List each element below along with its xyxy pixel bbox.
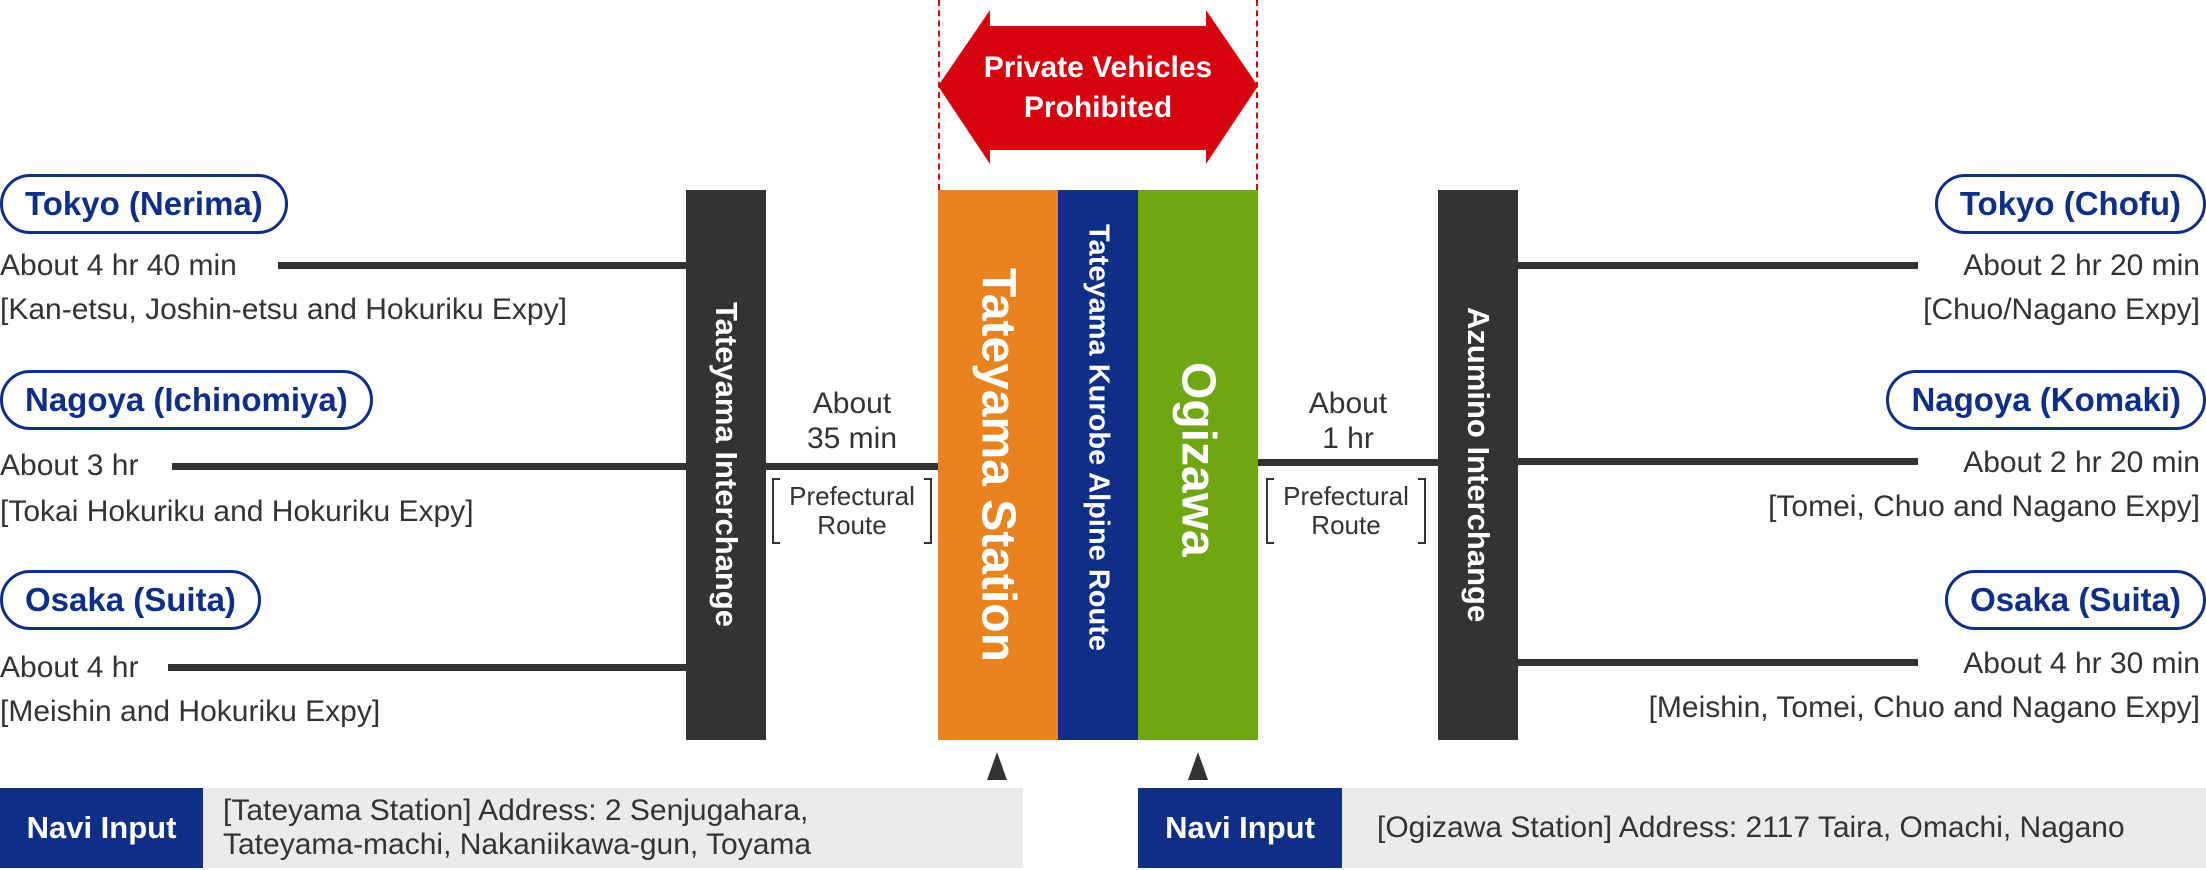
travel-time-to-ogizawa: About 1 hr: [1308, 387, 1388, 455]
banner-line-1: Private Vehicles: [983, 51, 1213, 84]
navi-address-tateyama: [Tateyama Station] Address: 2 Senjugahar…: [203, 788, 1023, 868]
travel-time: About 3 hr: [0, 449, 139, 482]
origin-pill-tokyo-nerima: Tokyo (Nerima): [0, 174, 288, 234]
bracket-right: [924, 478, 932, 544]
banner-line-2: Prohibited: [1023, 91, 1173, 124]
road-line: [1518, 262, 1918, 269]
road-line: [168, 664, 688, 671]
origin-pill-nagoya-komaki: Nagoya (Komaki): [1886, 370, 2206, 430]
tateyama-station-label: Tateyama Station: [971, 268, 1025, 662]
route-description: [Tomei, Chuo and Nagano Expy]: [1768, 490, 2200, 523]
prefectural-route-label: Prefectural Route: [1266, 478, 1426, 544]
tateyama-station-bar: Tateyama Station: [938, 190, 1058, 740]
road-line: [1518, 458, 1918, 465]
alpine-route-label: Tateyama Kurobe Alpine Route: [1082, 224, 1115, 652]
navi-address-ogizawa: [Ogizawa Station] Address: 2117 Taira, O…: [1342, 788, 2206, 868]
tateyama-interchange-bar: Tateyama Interchange: [686, 190, 766, 740]
route-description: [Tokai Hokuriku and Hokuriku Expy]: [0, 495, 474, 528]
travel-time: About 2 hr 20 min: [1963, 249, 2200, 282]
double-arrow-icon: [938, 10, 1258, 164]
origin-pill-nagoya-ichinomiya: Nagoya (Ichinomiya): [0, 370, 373, 430]
travel-time: About 4 hr 30 min: [1963, 647, 2200, 680]
route-description: [Chuo/Nagano Expy]: [1923, 293, 2200, 326]
route-description: [Kan-etsu, Joshin-etsu and Hokuriku Expy…: [0, 293, 567, 326]
boundary-line-left: [938, 0, 940, 190]
travel-time: About 4 hr: [0, 651, 139, 684]
boundary-line-right: [1256, 0, 1258, 190]
ogizawa-label: Ogizawa: [1171, 362, 1225, 557]
road-line: [1518, 659, 1918, 666]
ogizawa-pointer-icon: [1188, 752, 1208, 780]
azumino-interchange-label: Azumino Interchange: [1461, 307, 1496, 623]
alpine-route-bar: Tateyama Kurobe Alpine Route: [1058, 190, 1138, 740]
navi-address-line-1: [Tateyama Station] Address: 2 Senjugahar…: [223, 794, 809, 827]
road-line: [1258, 459, 1438, 466]
navi-address-line-1: [Ogizawa Station] Address: 2117 Taira, O…: [1377, 811, 2125, 844]
origin-pill-tokyo-chofu: Tokyo (Chofu): [1934, 174, 2206, 234]
prohibited-banner-text: Private Vehicles Prohibited: [938, 48, 1258, 128]
bracket-left: [1266, 478, 1274, 544]
navi-input-label-tateyama: Navi Input: [0, 788, 203, 868]
travel-time: About 4 hr 40 min: [0, 249, 237, 282]
origin-pill-osaka-suita-east: Osaka (Suita): [1945, 570, 2206, 630]
navi-address-line-2: Tateyama-machi, Nakaniikawa-gun, Toyama: [223, 828, 812, 861]
route-description: [Meishin and Hokuriku Expy]: [0, 695, 381, 728]
road-line: [766, 463, 938, 470]
bracket-right: [1418, 478, 1426, 544]
navi-input-label-ogizawa: Navi Input: [1138, 788, 1342, 868]
origin-pill-osaka-suita: Osaka (Suita): [0, 570, 261, 630]
road-line: [278, 262, 688, 269]
ogizawa-bar: Ogizawa: [1138, 190, 1258, 740]
tateyama-station-pointer-icon: [987, 752, 1007, 780]
prefectural-route-label: Prefectural Route: [772, 478, 932, 544]
azumino-interchange-bar: Azumino Interchange: [1438, 190, 1518, 740]
travel-time-to-tateyama-station: About 35 min: [806, 387, 898, 455]
tateyama-interchange-label: Tateyama Interchange: [709, 302, 744, 628]
road-line: [172, 463, 688, 470]
route-description: [Meishin, Tomei, Chuo and Nagano Expy]: [1648, 691, 2200, 724]
bracket-left: [772, 478, 780, 544]
travel-time: About 2 hr 20 min: [1963, 446, 2200, 479]
